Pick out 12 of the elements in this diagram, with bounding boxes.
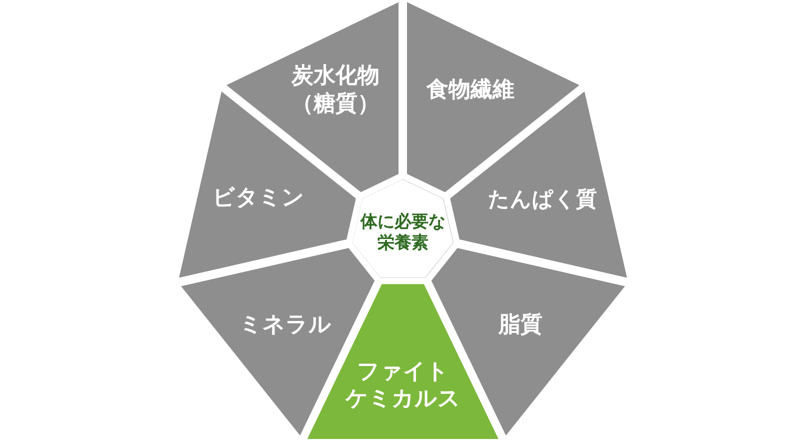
segment-label: たんぱく質 xyxy=(488,186,597,212)
segment-label: 炭水化物（糖質） xyxy=(290,62,380,118)
segment-label: ミネラル xyxy=(240,310,332,338)
center-heptagon xyxy=(352,179,454,278)
segment-label: ファイトケミカルス xyxy=(345,358,460,414)
heptagon-segment xyxy=(178,91,356,278)
heptagon-segment xyxy=(180,248,375,436)
center-label: 体に必要な栄養素 xyxy=(359,212,446,254)
segment-label: 脂質 xyxy=(498,310,542,338)
heptagon-segment xyxy=(307,284,499,440)
segment-label: 食物繊維 xyxy=(426,76,515,104)
segment-label: ビタミン xyxy=(212,184,305,212)
